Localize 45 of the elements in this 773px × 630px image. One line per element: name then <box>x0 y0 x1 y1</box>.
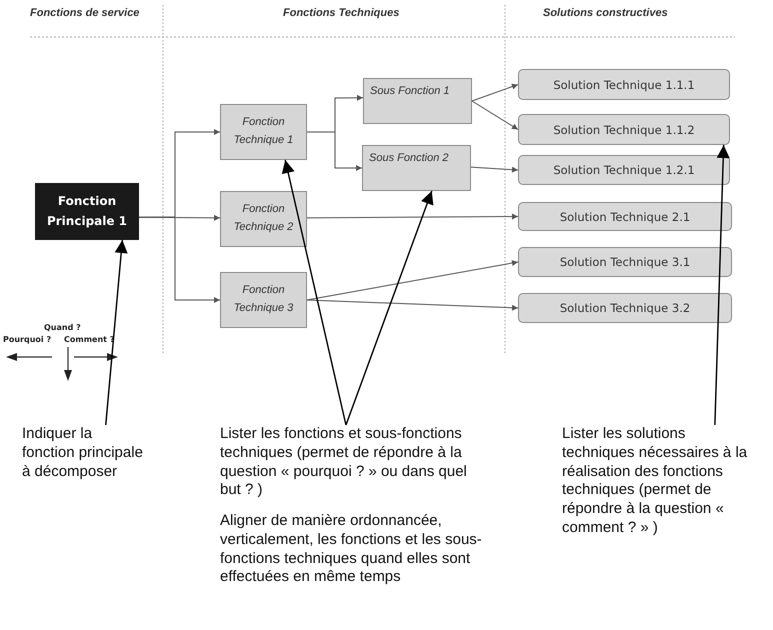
solution-box <box>518 69 730 100</box>
connector-arrow <box>470 166 518 173</box>
box-label: Fonction Technique 2 <box>232 202 294 235</box>
main-function-box <box>35 183 139 240</box>
technical-function-box <box>220 104 307 160</box>
solution-box <box>518 114 730 145</box>
sub-function-box <box>362 145 471 191</box>
box-label: Fonction Principale 1 <box>46 193 128 230</box>
solution-box <box>518 202 732 231</box>
annotation-text: Indiquer la fonction principale à décomposer <box>22 425 147 482</box>
technical-function-box <box>220 191 307 247</box>
leader-arrow <box>105 240 128 426</box>
column-heading: Fonctions Techniques <box>283 7 400 19</box>
connector-arrow <box>138 216 220 303</box>
annotation-text: Lister les fonctions et sous-fonctions techniques (permet de répondre à la question « pourquoi ? » ou dans quel but ? ) <box>220 425 468 500</box>
direction-label: Quand ? <box>44 323 81 332</box>
column-heading: Solutions constructives <box>543 7 668 19</box>
leader-arrow <box>345 190 434 426</box>
connector-arrow <box>472 100 518 130</box>
connector-arrow <box>306 214 518 220</box>
solution-box <box>518 155 730 185</box>
box-label: Solution Technique 1.1.1 <box>553 78 695 92</box>
technical-function-box <box>220 272 307 328</box>
box-label: Solution Technique 3.1 <box>560 255 690 269</box>
box-label: Solution Technique 3.2 <box>560 301 690 315</box>
box-label: Solution Technique 1.1.2 <box>553 122 695 136</box>
connector-arrow <box>306 260 518 300</box>
connector-arrow <box>306 132 362 171</box>
box-label: Sous Fonction 1 <box>370 85 450 97</box>
sub-function-box <box>363 78 472 124</box>
solution-box <box>518 247 732 277</box>
direction-label: Pourquoi ? <box>3 335 52 344</box>
solution-box <box>518 293 732 323</box>
column-heading: Fonctions de service <box>30 7 140 19</box>
connector-arrow <box>472 84 518 102</box>
connector-arrow <box>306 300 518 311</box>
leader-arrow <box>714 144 730 426</box>
box-label: Sous Fonction 2 <box>369 152 448 164</box>
box-label: Solution Technique 1.2.1 <box>553 163 695 177</box>
annotation-text: Lister les solutions techniques nécessaires à la réalisation des fonctions techniques (permet de répondre à la question « comment ? » ) <box>562 425 758 538</box>
box-label: Solution Technique 2.1 <box>560 210 690 224</box>
leader-arrow <box>282 160 347 426</box>
box-label: Fonction Technique 3 <box>232 283 294 316</box>
annotation-text: Aligner de manière ordonnancée, verticalement, les fonctions et les sous-fonctions techniques quand elles sont effectuées en même temps <box>220 512 483 587</box>
box-label: Fonction Technique 1 <box>232 115 294 148</box>
